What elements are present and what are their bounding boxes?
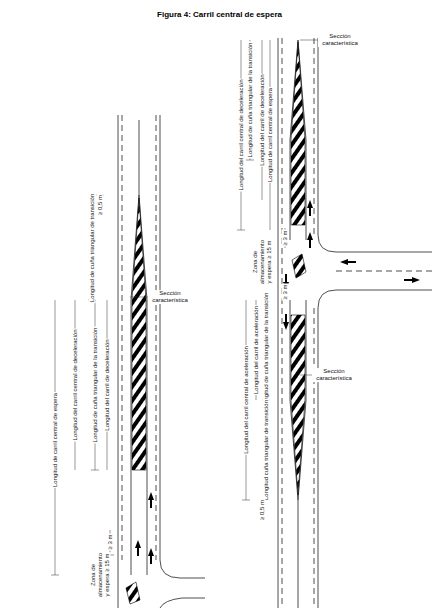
dimension-label: Longitud del carril de aceleración (253, 305, 260, 395)
dimension-label: Longitud de cuña triangular de la transi… (247, 42, 254, 159)
dimension-label: Longitud cuña triangular de transición (263, 399, 270, 501)
dimension-label: Longitud del carril central de decelerac… (72, 328, 79, 441)
dimension-label: Zona de almacenamiento y espera ≥ 15 m (252, 239, 273, 285)
dimension-label: ≥ 0,5 m (97, 194, 104, 216)
dimension-label: Longitud del carril central de aceleraci… (243, 345, 250, 455)
section-label: Sección característica (318, 33, 362, 47)
dimension-label: Longitud de carril central de espera (52, 392, 59, 488)
dimension-label: Longitud del carril central de decelerac… (238, 78, 245, 191)
dimension-label: ≥ 3 m (107, 534, 114, 551)
dimension-label: Longitud del carril de deceleración (104, 338, 111, 431)
section-label: Sección característica (312, 368, 356, 382)
dimension-label: Longitud de cuña triangular de la transi… (263, 292, 270, 409)
dimension-label: Longitud de cuña triangular de la transi… (92, 327, 99, 444)
dimension-label: ≥ 0,5 m (259, 499, 266, 521)
section-label: Sección característica (148, 290, 192, 304)
dimension-label: Longitud de carril central de espera (267, 87, 274, 183)
dimension-label: Longitud de cuña triangular de transició… (89, 193, 96, 303)
dimension-label: ≥ 3 m (282, 284, 289, 301)
dimension-label: ≥ 3 m (282, 230, 289, 247)
figure-title: Figura 4: Carril central de espera (0, 10, 439, 19)
dimension-label: Longitud del carril de deceleración (259, 73, 266, 166)
dimension-label: Zona de almacenamiento y espera ≥ 15 m (90, 552, 111, 598)
